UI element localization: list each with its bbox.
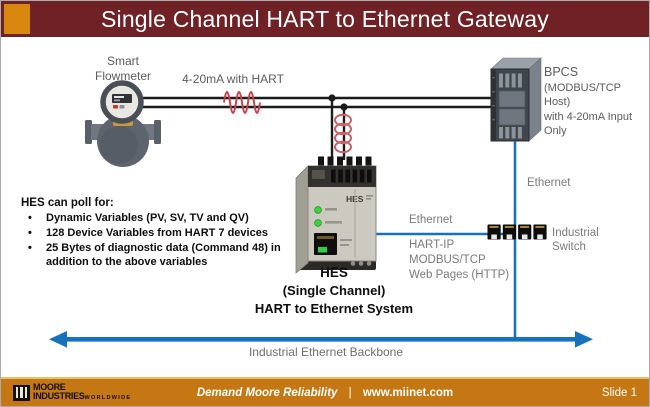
- bpcs-label: BPCS (MODBUS/TCP Host) with 4-20mA Input…: [544, 65, 649, 139]
- protocol-web-pages: Web Pages (HTTP): [409, 269, 510, 281]
- hart-coil-icon: [334, 113, 352, 154]
- page-title: Single Channel HART to Ethernet Gateway: [100, 5, 550, 32]
- wire-junction-dots: [328, 94, 348, 111]
- backbone-arrow: [49, 331, 593, 348]
- bpcs-desc-line2: with 4-20mA Input: [544, 110, 633, 123]
- bpcs-name: BPCS: [544, 65, 579, 79]
- poll-bullet-text: Dynamic Variables (PV, SV, TV and QV): [46, 212, 249, 224]
- hes-caption-line3: HART to Ethernet System: [254, 301, 414, 316]
- poll-bullet-text: 128 Device Variables from HART 7 devices: [46, 227, 268, 239]
- title-bar: Single Channel HART to Ethernet Gateway: [1, 1, 649, 37]
- slide-number: Slide 1: [601, 386, 637, 399]
- protocol-hart-ip: HART-IP: [409, 239, 455, 251]
- bullet-icon: •: [28, 227, 32, 239]
- industrial-switch-icon: [487, 224, 547, 240]
- flowmeter-label: Smart Flowmeter: [73, 54, 173, 84]
- bpcs-desc-line1: (MODBUS/TCP Host): [544, 81, 621, 109]
- flowmeter-icon: [85, 80, 161, 167]
- bullet-icon: •: [28, 242, 32, 254]
- industrial-switch-label: Industrial Switch: [552, 226, 599, 254]
- hart-sine-wave-icon: [223, 91, 261, 114]
- hes-caption-line2: (Single Channel): [282, 283, 386, 298]
- footer-center: Demand Moore Reliability | www.miinet.co…: [197, 387, 453, 399]
- flowmeter-label-line1: Smart: [106, 54, 139, 68]
- switch-label-line1: Industrial: [552, 227, 599, 239]
- protocol-modbus-tcp: MODBUS/TCP: [409, 254, 486, 266]
- moore-industries-logo: MOORE INDUSTRIESWORLDWIDE: [13, 383, 131, 402]
- logo-line2: INDUSTRIESWORLDWIDE: [33, 390, 132, 401]
- footer-bar: MOORE INDUSTRIESWORLDWIDE Demand Moore R…: [1, 377, 649, 406]
- bpcs-server-icon: [490, 57, 542, 142]
- poll-info-heading: HES can poll for:: [21, 197, 114, 209]
- protocol-list: HART-IP MODBUS/TCP Web Pages (HTTP): [409, 238, 509, 283]
- backbone-label: Industrial Ethernet Backbone: [248, 345, 404, 359]
- logo-worldwide: WORLDWIDE: [84, 394, 132, 401]
- accent-square: [4, 4, 30, 34]
- moore-logo-icon: [13, 384, 30, 401]
- poll-bullet-row: • 25 Bytes of diagnostic data (Command 4…: [21, 241, 287, 269]
- switch-label-line2: Switch: [552, 241, 586, 253]
- poll-bullet-text: 25 Bytes of diagnostic data (Command 48)…: [46, 242, 281, 268]
- moore-logo-text: MOORE INDUSTRIESWORLDWIDE: [33, 383, 131, 402]
- hes-device-icon: HES: [295, 156, 377, 274]
- poll-info: HES can poll for: • Dynamic Variables (P…: [21, 197, 287, 269]
- footer-tagline: Demand Moore Reliability: [196, 386, 338, 399]
- ethernet-label-bpcs: Ethernet: [527, 177, 571, 189]
- hes-caption: HES (Single Channel) HART to Ethernet Sy…: [234, 264, 434, 318]
- hes-caption-name: HES: [320, 265, 348, 280]
- analog-wire-pair: [139, 96, 492, 160]
- poll-bullet-row: • Dynamic Variables (PV, SV, TV and QV): [21, 211, 287, 225]
- poll-bullet-row: • 128 Device Variables from HART 7 devic…: [21, 226, 287, 240]
- analog-wire-label: 4-20mA with HART: [182, 72, 284, 86]
- flowmeter-label-line2: Flowmeter: [94, 69, 151, 83]
- bullet-icon: •: [28, 212, 32, 224]
- ethernet-label-hes: Ethernet: [409, 214, 453, 226]
- bpcs-desc-line3: Only: [544, 125, 567, 137]
- footer-website: www.miinet.com: [362, 386, 454, 399]
- logo-line1: MOORE: [33, 382, 66, 392]
- footer-separator: |: [348, 386, 352, 399]
